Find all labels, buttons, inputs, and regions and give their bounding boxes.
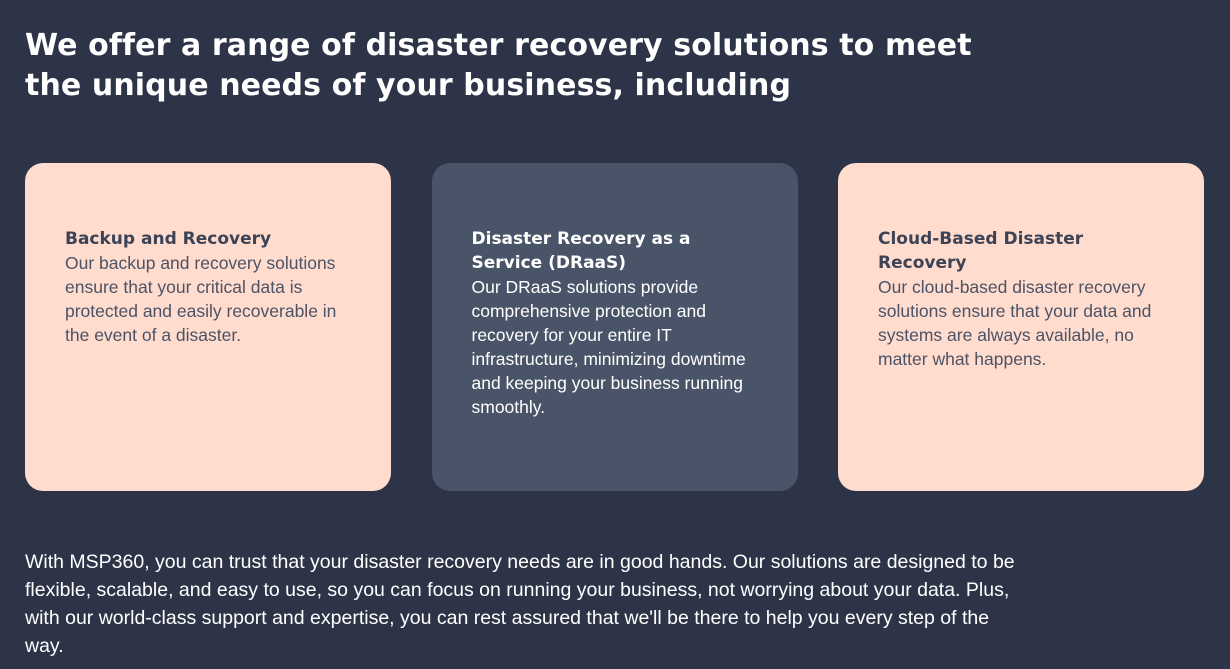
card-title: Disaster Recovery as a Service (DRaaS)	[471, 229, 691, 273]
card-title: Cloud-Based Disaster Recovery	[878, 229, 1084, 273]
card-description: Our cloud-based disaster recovery soluti…	[878, 277, 1152, 369]
card-cloud-based-disaster-recovery: Cloud-Based Disaster Recovery Our cloud-…	[838, 163, 1204, 491]
solutions-cards: Backup and Recovery Our backup and recov…	[25, 163, 1204, 491]
card-backup-and-recovery: Backup and Recovery Our backup and recov…	[25, 163, 391, 491]
card-title: Backup and Recovery	[65, 229, 272, 249]
card-draas: Disaster Recovery as a Service (DRaaS) O…	[431, 163, 798, 491]
card-description: Our backup and recovery solutions ensure…	[65, 253, 337, 345]
section-heading: We offer a range of disaster recovery so…	[25, 28, 972, 103]
card-description: Our DRaaS solutions provide comprehensiv…	[471, 277, 746, 417]
summary-paragraph: With MSP360, you can trust that your dis…	[25, 551, 1015, 657]
